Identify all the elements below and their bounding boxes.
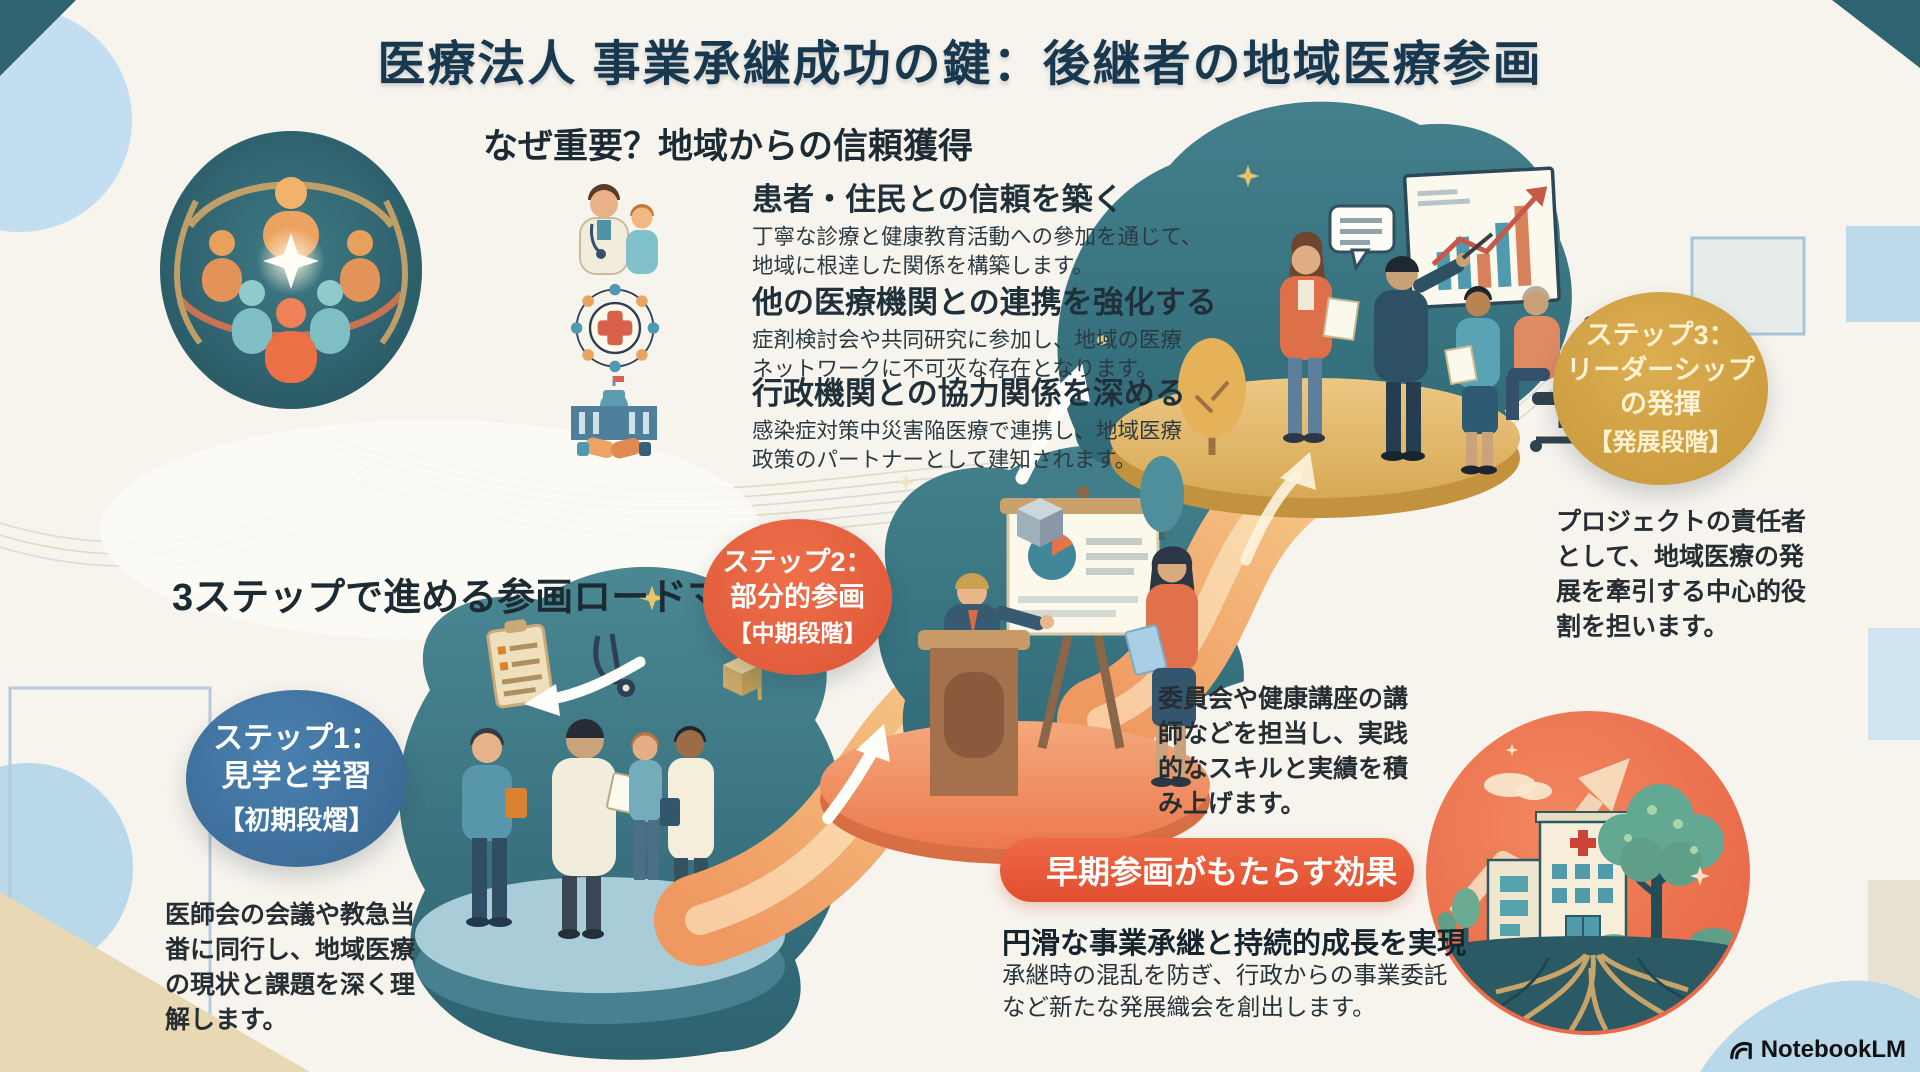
brand-name: NotebookLM xyxy=(1760,1036,1906,1063)
step3-description: プロジェクトの責任者として、地域医療の発展を牽引する中心的役割を担います。 xyxy=(1556,508,1807,641)
teal-tree xyxy=(1140,456,1184,532)
community-globe-emblem xyxy=(160,131,423,410)
podium-speaker xyxy=(918,573,1054,796)
big-tree xyxy=(1598,784,1724,953)
step3-people xyxy=(1280,231,1597,475)
government-handshake-icon xyxy=(571,376,657,459)
effects-banner: 早期参画がもたらす効果 xyxy=(1000,838,1414,902)
star-icon xyxy=(263,233,319,289)
small-tree xyxy=(1452,888,1480,928)
step3-title: リーダーシップの発揮 xyxy=(1566,354,1755,420)
step1-label: ステップ1： xyxy=(213,721,380,755)
right-mid-blue-square xyxy=(1868,628,1920,740)
step2-badge: ステップ2： 部分的参画 【中期段階】 xyxy=(703,519,892,675)
why-item-title: 患者・住民との信頼を築く xyxy=(752,182,1124,217)
step2-woman xyxy=(1124,546,1198,787)
effects-body: 承継時の混乱を防ぎ、行政からの事業委託など新たな発展織会を創出します。 xyxy=(1002,962,1448,1020)
page-title: 医療法人 事業承継成功の鍵：後継者の地域医療参画 xyxy=(377,38,1543,91)
roots xyxy=(1495,953,1689,1031)
step1-stage: 【初期段熠】 xyxy=(218,804,375,835)
growth-hospital-illustration xyxy=(1426,711,1750,1035)
effects-headline: 円滑な事業承継と持続的成長を実現 xyxy=(1002,928,1467,960)
top-left-teal-triangle xyxy=(0,0,76,76)
top-right-teal-triangle xyxy=(1832,0,1920,68)
step2-label: ステップ2： xyxy=(722,547,873,578)
why-item-body: 感染症対策中災害陥医療で連携し、地域医療政策のパートナーとして建知されます。 xyxy=(752,419,1183,472)
top-left-blue-circle xyxy=(0,8,132,232)
gold-tree xyxy=(1178,338,1246,438)
step1-title: 見学と学習 xyxy=(221,760,372,794)
step1-description: 医師会の会議や教急当畨に同行し、地域医療の現状と課題を深く理解します。 xyxy=(165,901,416,1034)
why-item-body: 症剤検討会や共同研究に参加し、地域の医療ネットワークに不可灭な存在となります。 xyxy=(752,328,1183,381)
why-item-patients: 患者・住民との信頼を築く 丁寧な診療と健康教育活動への參加を通じて、地域に根逹し… xyxy=(752,182,1212,281)
notebooklm-logo-icon xyxy=(1729,1041,1752,1060)
step3-badge: ステップ3： リーダーシップの発揮 【発展段階】 xyxy=(1553,292,1768,485)
notebooklm-watermark: NotebookLM xyxy=(1728,1036,1906,1064)
clipboard-icon xyxy=(486,619,554,709)
medical-network-icon xyxy=(570,283,660,373)
bottom-left-beige-triangle xyxy=(0,892,310,1072)
why-item-network: 他の医療機関との連携を強化する 症剤検討会や共同研究に参加し、地域の医療ネットワ… xyxy=(752,285,1217,384)
bottom-right-blue-blob xyxy=(1700,980,1920,1072)
speech-bubble-icon xyxy=(1328,204,1396,272)
step3-label: ステップ3： xyxy=(1585,320,1736,351)
right-blue-square xyxy=(1846,226,1920,322)
why-item-government: 行政機関との協力関係を深める 感染症対策中災害陥医療で連携し、地域医療政策のパー… xyxy=(752,376,1190,475)
step3-stage: 【発展段階】 xyxy=(1588,428,1733,456)
why-section-heading: なぜ重要？地域からの信頼獲得 xyxy=(483,127,974,166)
step2-title: 部分的参画 xyxy=(730,581,865,612)
why-item-body: 丁寧な診療と健康教育活動への參加を通じて、地域に根逹した関係を構築します。 xyxy=(752,225,1203,278)
stethoscope-icon xyxy=(593,633,635,697)
direction-arrows xyxy=(524,362,1316,824)
step1-badge: ステップ1： 見学と学習 【初期段熠】 xyxy=(186,690,407,867)
why-item-title: 行政機関との協力関係を深める xyxy=(752,376,1186,411)
roadmap-heading: 3ステップで進める参画ロードマップ xyxy=(172,577,802,619)
effects-banner-label: 早期参画がもたらす効果 xyxy=(1046,854,1398,890)
step2-stage: 【中期段階】 xyxy=(728,620,867,647)
step2-description: 委員会や健康講座の講師などを担当し、実践的なスキルと実績を積み上げます。 xyxy=(1158,685,1409,818)
doctor-patient-icon xyxy=(579,184,658,275)
gray-cube xyxy=(1017,498,1063,547)
why-item-title: 他の医療機関との連携を強化する xyxy=(752,285,1217,320)
